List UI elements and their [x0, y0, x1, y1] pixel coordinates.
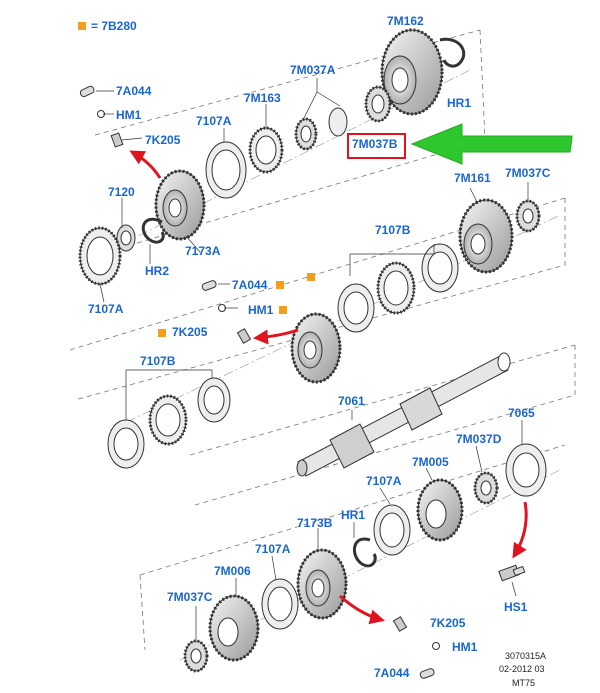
synchro-ring-7107a-left	[78, 226, 122, 286]
spring-7k205-top	[110, 132, 124, 148]
key-7a044-bottom	[419, 668, 435, 679]
gear-7m006	[208, 594, 260, 662]
label-7m037d: 7M037D	[456, 432, 502, 446]
bolt-hs1	[498, 564, 526, 582]
label-7k205-mid: 7K205	[172, 325, 208, 339]
bearing-7120	[116, 224, 136, 252]
marker-7a044-mid	[276, 281, 284, 289]
synchro-ring-7107b-a	[421, 243, 459, 293]
synchro-ring-7107a-bottom	[261, 578, 299, 630]
label-7m162: 7M162	[387, 14, 424, 28]
label-7173a: 7173A	[185, 244, 221, 258]
label-hm1-mid: HM1	[248, 303, 274, 317]
bearing-7m037b	[364, 85, 392, 123]
red-arrow-mid	[253, 328, 299, 345]
red-arrow-bottom	[338, 594, 385, 625]
bearing-7m037d	[473, 471, 499, 505]
marker-hub-mid	[307, 273, 315, 281]
highlight-box-7m037b	[347, 133, 406, 159]
gear-7m005	[416, 478, 464, 542]
synchro-ring-7107b-left-a	[197, 377, 231, 423]
ball-hm1-bottom	[432, 642, 440, 650]
main-shaft-7061	[296, 352, 511, 477]
hub-7173b	[296, 548, 348, 620]
label-hm1-bottom: HM1	[452, 640, 478, 654]
label-7m005: 7M005	[412, 455, 449, 469]
label-7m037a: 7M037A	[290, 63, 336, 77]
ring-7m163	[248, 126, 284, 174]
label-7173b: 7173B	[297, 516, 333, 530]
label-7m037b: 7M037B	[352, 137, 398, 151]
label-7m161: 7M161	[454, 171, 491, 185]
synchro-ring-7107b-b	[376, 261, 416, 315]
bearing-7m037c-right	[515, 199, 541, 233]
label-hr1-low: HR1	[341, 508, 366, 522]
green-pointer-arrow	[410, 123, 573, 165]
label-hs1: HS1	[504, 600, 528, 614]
label-7061: 7061	[338, 394, 365, 408]
label-7a044-mid: 7A044	[232, 278, 268, 292]
label-7m037c-right: 7M037C	[505, 166, 551, 180]
gear-7m162	[380, 28, 444, 116]
ref-code-line1: 3070315A	[505, 651, 547, 661]
legend-marker	[78, 22, 86, 30]
label-7107a-bottom: 7107A	[255, 542, 291, 556]
gear-7m161	[458, 198, 514, 274]
hub-assembly-mid	[290, 312, 342, 384]
label-hr1-top: HR1	[447, 96, 472, 110]
synchro-ring-7107b-left-c	[107, 419, 145, 469]
leader-lines	[96, 28, 529, 640]
synchro-ring-7107a-low	[373, 504, 411, 556]
label-7k205-top: 7K205	[145, 133, 181, 147]
label-7065: 7065	[508, 406, 535, 420]
marker-7k205-mid	[158, 329, 166, 337]
synchro-ring-7107a-top	[205, 141, 247, 199]
label-7107a-left: 7107A	[88, 302, 124, 316]
legend-text: = 7B280	[91, 19, 137, 33]
circlip-hr2	[141, 217, 165, 244]
key-7a044-mid	[201, 280, 217, 291]
label-hr2: HR2	[145, 264, 170, 278]
label-7k205-bottom: 7K205	[430, 616, 466, 630]
circlip-hr1-low	[353, 537, 377, 568]
spring-7k205-bottom	[392, 616, 408, 632]
circlip-hr1-top	[439, 37, 466, 68]
red-arrow-hs1	[512, 501, 528, 559]
hub-7173a	[154, 169, 206, 241]
label-7107a-low: 7107A	[366, 474, 402, 488]
key-7a044-top	[79, 85, 95, 98]
ref-code-line3: MT75	[512, 678, 536, 688]
label-7a044-bottom: 7A044	[374, 666, 410, 680]
spring-7k205-mid	[236, 328, 252, 344]
bearing-7065	[505, 443, 547, 497]
label-hm1-top: HM1	[116, 108, 142, 122]
red-arrow-top	[129, 150, 162, 179]
sleeve-7m037a	[294, 107, 348, 151]
label-7107b-mid: 7107B	[375, 223, 411, 237]
label-7a044-top: 7A044	[116, 84, 152, 98]
label-7m163: 7M163	[244, 91, 281, 105]
label-7m037c-bottom: 7M037C	[167, 590, 213, 604]
marker-hm1-mid	[279, 306, 287, 314]
bearing-7m037c-bottom	[183, 639, 209, 673]
synchro-ring-7107b-c	[337, 283, 375, 333]
label-7120: 7120	[108, 185, 135, 199]
synchro-ring-7107b-left-b	[148, 394, 188, 446]
label-7107b-left: 7107B	[140, 354, 176, 368]
ref-code-line2: 02-2012 03	[499, 664, 545, 674]
label-7107a-top: 7107A	[196, 114, 232, 128]
label-7m006: 7M006	[214, 564, 251, 578]
